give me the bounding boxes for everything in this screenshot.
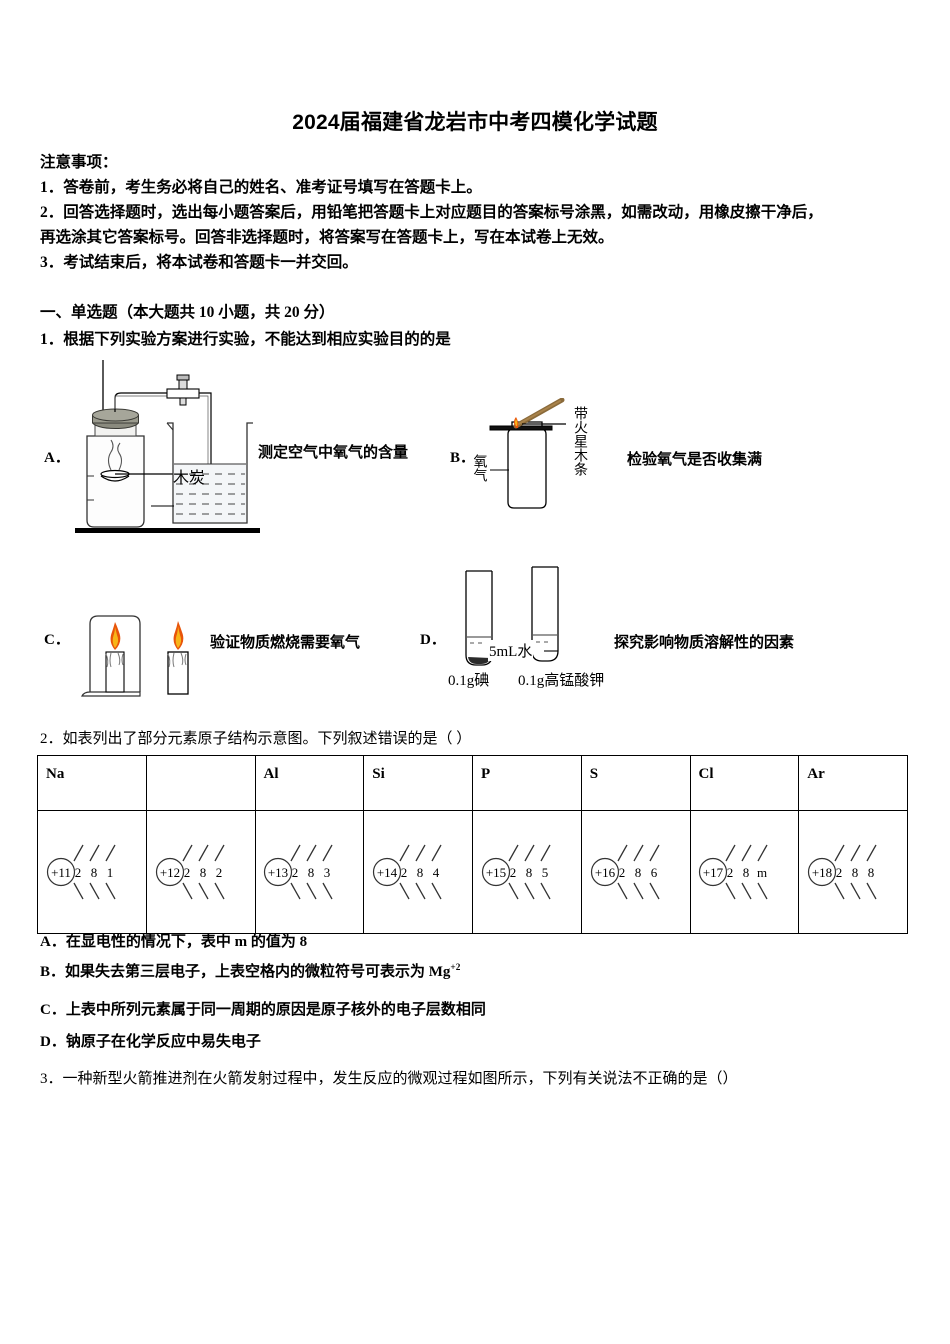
svg-text:8: 8 (743, 865, 750, 880)
figure-b-splint-label: 带火星木条 (572, 406, 587, 476)
option-c-caption: 验证物质燃烧需要氧气 (210, 635, 361, 651)
option-d-label: D． (420, 632, 446, 648)
svg-text:3: 3 (324, 865, 331, 880)
notice-line-1: 1．答卷前，考生务必将自己的姓名、准考证号填写在答题卡上。 (40, 179, 482, 196)
svg-text:2: 2 (510, 865, 517, 880)
svg-text:2: 2 (836, 865, 843, 880)
svg-text:2: 2 (401, 865, 408, 880)
notice-line-2: 2．回答选择题时，选出每小题答案后，用铅笔把答题卡上对应题目的答案标号涂黑，如需… (40, 204, 823, 221)
question-2-option-a: A．在显电性的情况下，表中 m 的值为 8 (40, 934, 308, 950)
svg-text:8: 8 (852, 865, 859, 880)
option-b-caption: 检验氧气是否收集满 (627, 452, 763, 468)
svg-text:2: 2 (727, 865, 734, 880)
figure-option-b-oxygen-collection-test: 氧气 带火星木条 (470, 397, 620, 530)
svg-text:2: 2 (618, 865, 625, 880)
table-header-cell-1 (145, 755, 256, 811)
svg-text:8: 8 (91, 865, 98, 880)
svg-text:+18: +18 (812, 865, 832, 880)
table-header-cell-6: Cl (689, 755, 800, 811)
notice-line-3: 再选涂其它答案标号。回答非选择题时，将答案写在答题卡上，写在本试卷上无效。 (40, 229, 614, 246)
figure-option-d-solubility-test-tubes: 5mL水 0.1g碘 0.1g高锰酸钾 (448, 563, 622, 695)
svg-text:8: 8 (417, 865, 424, 880)
svg-text:8: 8 (526, 865, 533, 880)
table-header-row: Na Al Si P S Cl Ar (37, 755, 908, 811)
figure-option-a-air-oxygen-measurement: 木炭 (75, 360, 260, 540)
question-2-option-c: C．上表中所列元素属于同一周期的原因是原子核外的电子层数相同 (40, 1002, 486, 1018)
svg-text:+12: +12 (159, 865, 179, 880)
figure-d-right-solid-label: 0.1g高锰酸钾 (518, 673, 605, 689)
table-header-cell-0: Na (37, 755, 147, 811)
svg-text:5: 5 (542, 865, 549, 880)
page-title: 2024届福建省龙岩市中考四模化学试题 (292, 111, 658, 134)
option-a-label: A． (44, 450, 70, 466)
figure-option-c-candle-combustion (80, 608, 210, 700)
svg-text:1: 1 (107, 865, 114, 880)
svg-text:+11: +11 (51, 865, 71, 880)
question-2-option-b-superscript: +2 (450, 963, 461, 973)
svg-text:4: 4 (433, 865, 440, 880)
figure-d-water-label: 5mL水 (488, 640, 534, 661)
section-heading: 一、单选题（本大题共 10 小题，共 20 分） (40, 304, 335, 321)
svg-text:+15: +15 (486, 865, 506, 880)
svg-text:8: 8 (308, 865, 315, 880)
table-header-cell-4: P (472, 755, 582, 811)
table-header-cell-3: Si (363, 755, 473, 811)
svg-text:8: 8 (199, 865, 206, 880)
svg-text:+14: +14 (377, 865, 398, 880)
option-a-caption: 测定空气中氧气的含量 (258, 445, 409, 461)
svg-text:m: m (757, 865, 767, 880)
svg-text:+17: +17 (703, 865, 724, 880)
svg-text:8: 8 (634, 865, 641, 880)
question-3-stem: 3．一种新型火箭推进剂在火箭发射过程中，发生反应的微观过程如图所示，下列有关说法… (40, 1071, 738, 1087)
svg-text:+16: +16 (594, 865, 615, 880)
table-header-cell-7: Ar (798, 755, 908, 811)
figure-d-left-solid-label: 0.1g碘 (448, 673, 490, 689)
figure-b-oxygen-label: 氧气 (471, 454, 487, 482)
table-header-cell-2: Al (254, 755, 365, 811)
question-2-option-b: B．如果失去第三层电子，上表空格内的微粒符号可表示为 Mg+2 (40, 960, 460, 981)
option-b-label: B． (450, 450, 476, 466)
notice-heading: 注意事项： (40, 154, 118, 171)
svg-text:8: 8 (868, 865, 875, 880)
svg-text:2: 2 (183, 865, 190, 880)
question-2-option-d: D．钠原子在化学反应中易失电子 (40, 1034, 261, 1050)
question-1-stem: 1．根据下列实验方案进行实验，不能达到相应实验目的的是 (40, 331, 451, 348)
svg-text:2: 2 (292, 865, 299, 880)
question-2-stem: 2．如表列出了部分元素原子结构示意图。下列叙述错误的是（ ） (40, 731, 472, 747)
svg-text:2: 2 (215, 865, 222, 880)
option-c-label: C． (44, 632, 70, 648)
svg-text:6: 6 (650, 865, 657, 880)
svg-text:2: 2 (75, 865, 82, 880)
option-d-caption: 探究影响物质溶解性的因素 (614, 635, 795, 651)
question-2-option-b-text: B．如果失去第三层电子，上表空格内的微粒符号可表示为 Mg (40, 964, 451, 980)
notice-line-4: 3．考试结束后，将本试卷和答题卡一并交回。 (40, 254, 358, 271)
table-header-cell-5: S (580, 755, 691, 811)
svg-text:+13: +13 (268, 865, 288, 880)
figure-a-charcoal-label: 木炭 (173, 470, 206, 487)
